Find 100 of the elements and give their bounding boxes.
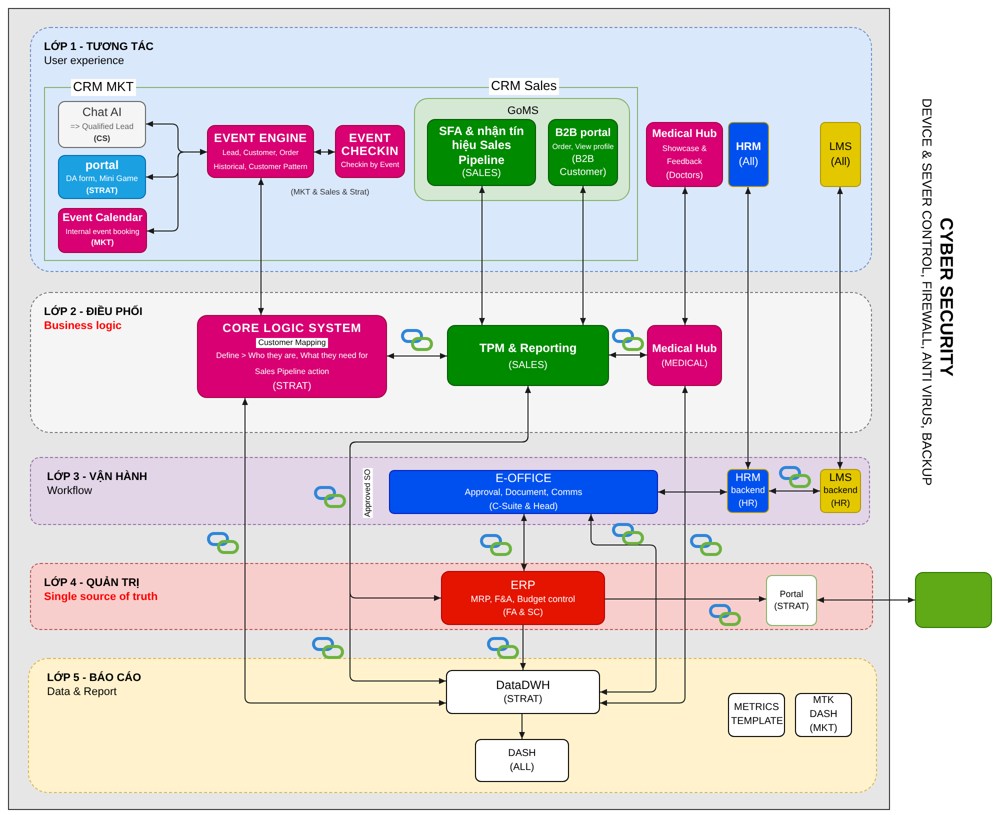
node-title: METRICS TEMPLATE: [730, 701, 783, 729]
double-arrow: [242, 398, 446, 706]
node-detail: (FA & SC): [502, 606, 544, 618]
node-detail: (SALES): [508, 358, 548, 372]
group-title: CRM MKT: [71, 79, 136, 96]
process-box: [447, 325, 609, 386]
group-panel: [414, 98, 630, 201]
node-detail: (SALES): [461, 167, 502, 182]
node-title: LMS: [828, 140, 853, 154]
layer-band: [30, 292, 872, 433]
node-detail: Define > Who they are, What they need for Sales Pipeline action: [215, 350, 369, 378]
node-title: ERP: [510, 578, 536, 594]
group-title: CRM Sales: [489, 78, 559, 95]
layer-subtitle: Workflow: [47, 484, 94, 499]
process-box: [389, 470, 658, 514]
node-detail: Showcase & Feedback: [661, 142, 708, 168]
double-arrow: [608, 352, 648, 358]
vertical-caption: DEVICE & SEVER CONTROL, FIREWALL, ANTI VIRUS, BACKUP: [920, 98, 934, 486]
double-arrow: [600, 386, 688, 706]
node-detail: (MEDICAL): [660, 358, 708, 370]
node-title: Portal: [778, 588, 804, 600]
layer-subtitle: User experience: [44, 54, 126, 69]
layer-title: LỚP 4 - QUẢN TRỊ: [44, 576, 140, 590]
node-title: CORE LOGIC SYSTEM: [222, 320, 362, 337]
double-arrow: [588, 514, 656, 695]
process-box: [197, 315, 387, 398]
node-detail: (STRAT): [272, 380, 312, 394]
node-detail: (HR): [738, 496, 758, 510]
process-box: [548, 119, 618, 186]
node-detail: Customer Mapping: [256, 338, 328, 348]
process-box: [728, 693, 785, 737]
double-arrow: [258, 178, 264, 316]
process-box: [58, 155, 146, 199]
layer-title: LỚP 1 - TƯƠNG TÁC: [44, 40, 154, 54]
double-arrow: [768, 488, 820, 494]
external-system-box: [915, 572, 992, 628]
node-detail: Approval, Document, Comms: [464, 486, 584, 499]
double-arrow: [745, 186, 751, 470]
node-detail: backend: [822, 485, 859, 497]
process-box: [820, 122, 861, 187]
process-box: [207, 125, 314, 178]
process-box: [647, 325, 722, 386]
node-title: MTK DASH: [808, 694, 838, 722]
node-title: EVENT CHECKIN: [340, 132, 400, 158]
process-box: [446, 670, 600, 714]
node-title: portal: [84, 158, 120, 173]
double-arrow: [350, 386, 531, 684]
layer-title: LỚP 3 - VẬN HÀNH: [47, 470, 148, 484]
process-box: [335, 125, 405, 178]
layer-title: LỚP 2 - ĐIỀU PHỐI: [44, 305, 142, 320]
double-arrow: [386, 353, 448, 359]
double-arrow: [682, 186, 688, 326]
double-arrow: [816, 597, 916, 603]
node-title: DataDWH: [494, 676, 551, 694]
node-detail: (STRAT): [85, 186, 119, 196]
process-box: [58, 208, 147, 253]
node-detail: (B2B Customer): [558, 153, 608, 180]
node-title: LMS: [828, 472, 853, 485]
process-box: [441, 571, 605, 625]
node-detail: (Doctors): [664, 168, 704, 182]
node-title: Medical Hub: [651, 127, 718, 142]
node-title: HRM: [734, 472, 762, 485]
node-detail: (C-Suite & Head): [488, 500, 559, 513]
node-detail: (MKT): [90, 238, 115, 249]
layer-subtitle: Business logic: [44, 319, 123, 334]
group-title: GoMS: [507, 104, 539, 118]
note-label: (MKT & Sales & Strat): [290, 188, 370, 196]
process-box: [766, 575, 817, 626]
node-title: B2B portal: [554, 126, 612, 140]
double-arrow: [658, 489, 728, 495]
node-detail: (All): [738, 154, 760, 169]
layer-subtitle: Single source of truth: [44, 590, 158, 605]
process-box: [728, 122, 769, 187]
node-title: DASH: [507, 746, 537, 760]
node-detail: (STRAT): [502, 693, 544, 708]
layer-title: LỚP 5 - BÁO CÁO: [47, 671, 142, 686]
double-arrow: [837, 186, 843, 470]
layer-band: [30, 563, 873, 630]
node-detail: (ALL): [508, 760, 536, 774]
double-arrow: [479, 186, 485, 326]
layer-band: [30, 457, 870, 525]
node-detail: MRP, F&A, Budget control: [470, 593, 576, 606]
layer-band: [30, 27, 872, 272]
node-detail: DA form, Mini Game: [64, 172, 139, 185]
process-box: [475, 739, 569, 782]
layer-band: [28, 658, 877, 793]
process-box: [646, 122, 723, 187]
vertical-title: CYBER SECURITY: [936, 217, 956, 377]
node-title: EVENT ENGINE: [213, 130, 308, 146]
node-title: Medical Hub: [651, 342, 718, 357]
double-arrow: [521, 514, 527, 572]
node-detail: (MKT): [808, 722, 838, 736]
process-box: [58, 101, 146, 148]
double-arrow: [146, 149, 208, 234]
node-detail: (HR): [830, 496, 851, 510]
node-title: Event Calendar: [61, 212, 144, 226]
node-title: HRM: [734, 140, 762, 154]
node-detail: => Qualified Lead: [69, 121, 135, 133]
node-title: SFA & nhận tín hiệu Sales Pipeline: [438, 124, 525, 168]
node-title: TPM & Reporting: [478, 340, 578, 358]
